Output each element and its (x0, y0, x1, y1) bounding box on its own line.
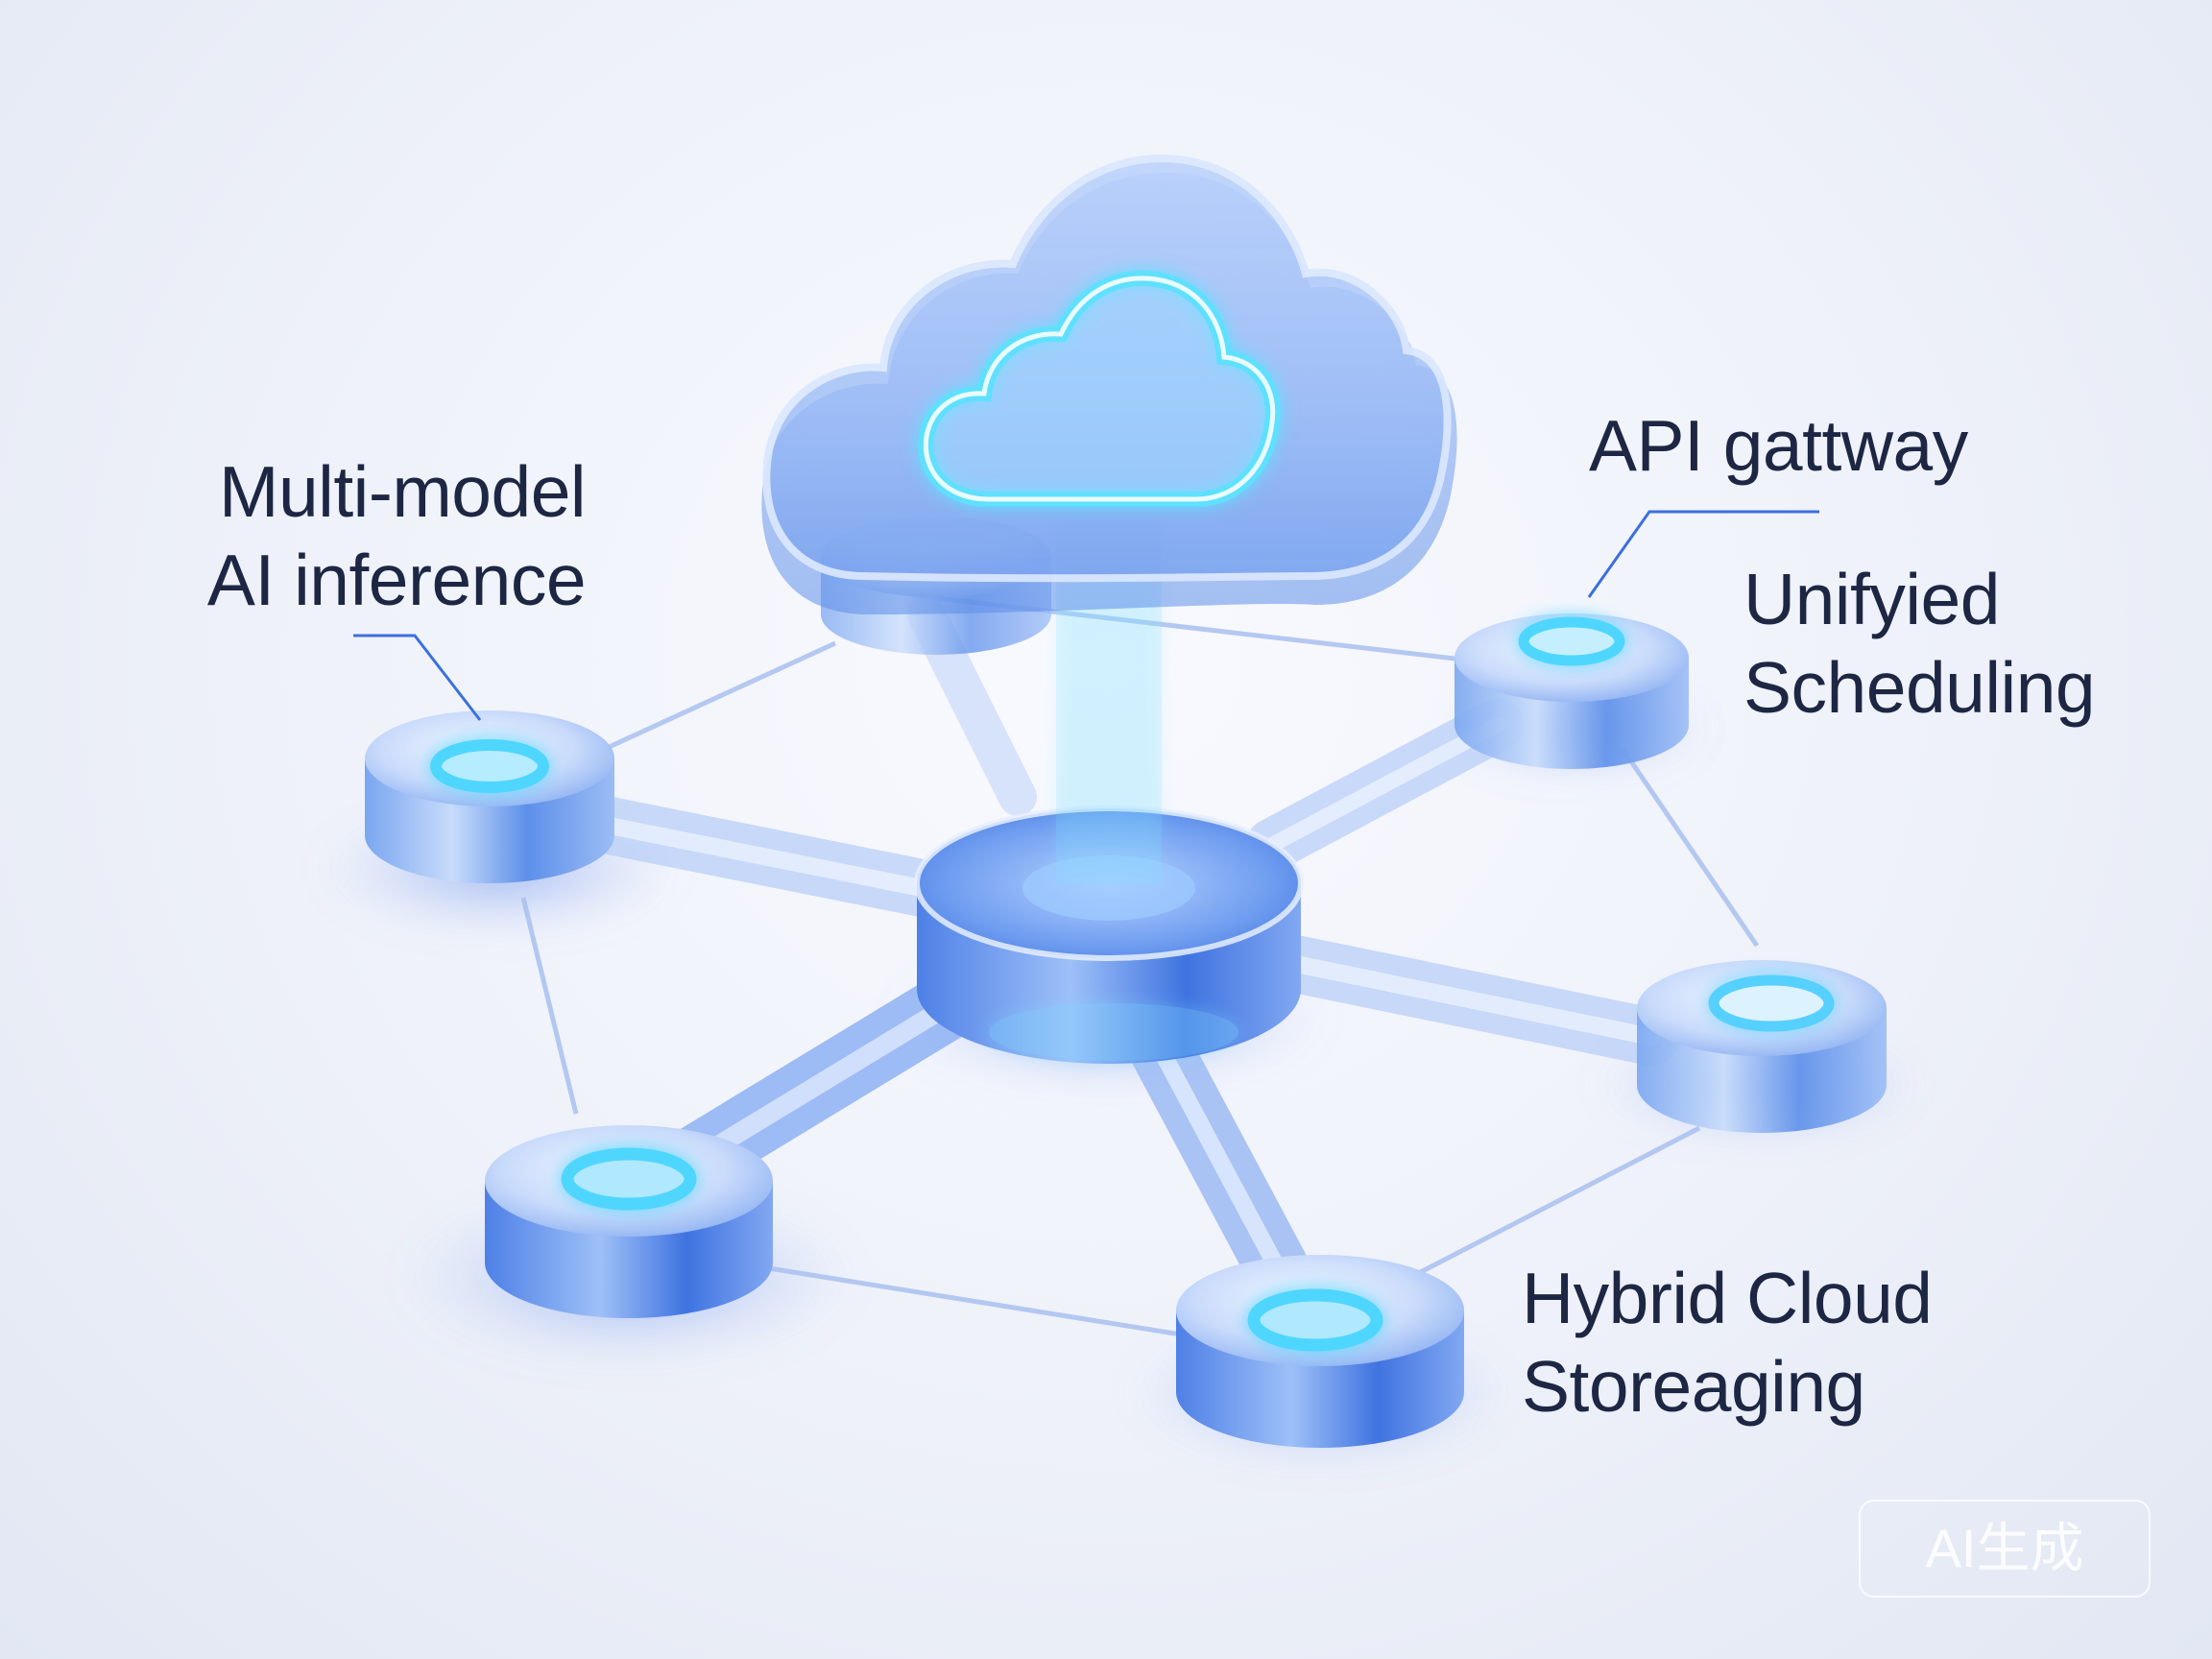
cloud-icon (761, 154, 1457, 614)
api-gateway-label: API gattway (1589, 401, 1968, 490)
label-leader-lines (353, 510, 1819, 721)
hybrid-cloud-storage-label: Hybrid Cloud Storeaging (1522, 1254, 1933, 1431)
network-node (365, 710, 614, 883)
unified-scheduling-label: Unifyied Scheduling (1743, 555, 2096, 732)
unified-label-line1: Unifyied (1743, 559, 2000, 639)
hybrid-label-line1: Hybrid Cloud (1522, 1258, 1933, 1338)
api-gateway-label-text: API gattway (1589, 405, 1968, 486)
network-node (1455, 613, 1689, 769)
network-node (1176, 1255, 1464, 1448)
multi-model-inference-label: Multi-model AI inference (127, 447, 587, 624)
ai-generated-watermark: AI生成 (1859, 1500, 2151, 1598)
multi-model-label-line2: AI inference (206, 540, 587, 620)
unified-label-line2: Scheduling (1743, 647, 2096, 728)
multi-model-label-line1: Multi-model (219, 451, 587, 532)
network-node (485, 1125, 773, 1318)
network-node (1637, 960, 1887, 1133)
hybrid-label-line2: Storeaging (1522, 1346, 1865, 1427)
